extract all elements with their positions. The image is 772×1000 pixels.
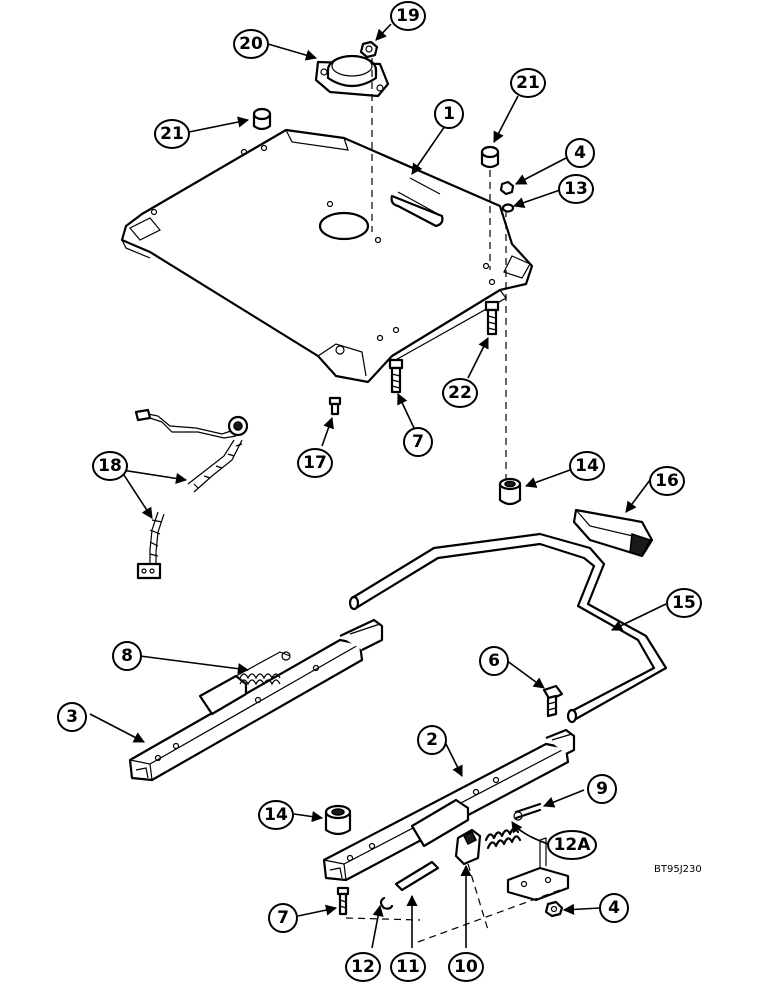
callout-label: 12	[351, 957, 375, 977]
callout-9: 9	[587, 774, 617, 804]
callout-label: 4	[574, 143, 586, 163]
callout-11: 11	[390, 952, 426, 982]
part-9-lever	[513, 802, 542, 821]
callout-label: 22	[448, 383, 472, 403]
diagram-code: BT95J230	[654, 864, 702, 875]
part-4-nut-lower	[544, 900, 564, 918]
callout-2: 2	[417, 725, 447, 755]
callout-14-upper: 14	[569, 451, 605, 481]
part-19-nut	[359, 40, 379, 59]
part-21-bushing-right	[480, 145, 500, 169]
callout-7-upper: 7	[403, 427, 433, 457]
callout-label: 21	[160, 124, 184, 144]
part-14-spacer-upper	[498, 477, 522, 506]
callout-15: 15	[666, 588, 702, 618]
callout-label: 20	[239, 34, 263, 54]
part-3-left-rail	[128, 618, 384, 782]
part-7-bolt-upper	[388, 358, 404, 394]
callout-label: 17	[303, 453, 327, 473]
callout-label: 13	[564, 179, 588, 199]
callout-label: 11	[396, 957, 420, 977]
callout-label: 14	[264, 805, 288, 825]
part-22-bolt	[484, 300, 500, 336]
part-13-washer	[501, 203, 515, 213]
part-4-nut-top	[499, 180, 515, 196]
part-14-spacer-lower	[324, 804, 352, 836]
callout-7-lower: 7	[268, 903, 298, 933]
callout-label: 6	[488, 651, 500, 671]
part-7-bolt-lower	[336, 886, 350, 916]
part-11-pin	[394, 860, 440, 892]
callout-label: 18	[98, 456, 122, 476]
part-17-screw	[328, 396, 342, 416]
part-2-right-rail	[322, 728, 576, 882]
callout-label: 12A	[554, 835, 592, 855]
part-8-spring	[239, 651, 291, 686]
callout-1: 1	[434, 99, 464, 129]
callout-label: 21	[516, 73, 540, 93]
callout-label: 8	[121, 646, 133, 666]
callout-17: 17	[297, 448, 333, 478]
callout-label: 1	[443, 104, 455, 124]
latch-bracket	[506, 837, 570, 902]
callout-14-lower: 14	[258, 800, 294, 830]
callout-label: 10	[454, 957, 478, 977]
part-12a-spring	[484, 827, 522, 850]
leader-lines	[89, 23, 667, 949]
part-20-harness	[134, 408, 249, 580]
callout-18: 20	[233, 29, 269, 59]
callout-12a: 12A	[547, 830, 597, 860]
callout-label: 7	[277, 908, 289, 928]
callout-13: 13	[558, 174, 594, 204]
callout-10: 10	[448, 952, 484, 982]
part-6-bolt	[542, 684, 564, 718]
callout-label: 7	[412, 432, 424, 452]
callout-4-top: 4	[565, 138, 595, 168]
callout-19: 19	[390, 1, 426, 31]
callout-label: 9	[596, 779, 608, 799]
callout-4-lower: 4	[599, 893, 629, 923]
callout-label: 2	[426, 730, 438, 750]
part-10-pawl	[454, 828, 482, 866]
part-15-bar	[348, 532, 668, 724]
callout-label: 16	[655, 471, 679, 491]
callout-8: 8	[112, 641, 142, 671]
callout-6: 6	[479, 646, 509, 676]
part-1-base-plate	[120, 128, 534, 384]
callout-3: 3	[57, 702, 87, 732]
callout-21-right: 21	[510, 68, 546, 98]
callout-label: 14	[575, 456, 599, 476]
part-18-mount	[314, 54, 390, 98]
callout-label: 3	[66, 707, 78, 727]
callout-label: 4	[608, 898, 620, 918]
part-16-grip	[572, 508, 654, 558]
callout-16: 16	[649, 466, 685, 496]
assembly-lines	[345, 58, 561, 943]
callout-12: 12	[345, 952, 381, 982]
callout-22: 22	[442, 378, 478, 408]
part-12-clip	[379, 896, 394, 910]
callout-label: 19	[396, 6, 420, 26]
callout-label: 15	[672, 593, 696, 613]
callout-20: 18	[92, 451, 128, 481]
part-21-bushing-left	[252, 107, 272, 131]
callout-21-left: 21	[154, 119, 190, 149]
